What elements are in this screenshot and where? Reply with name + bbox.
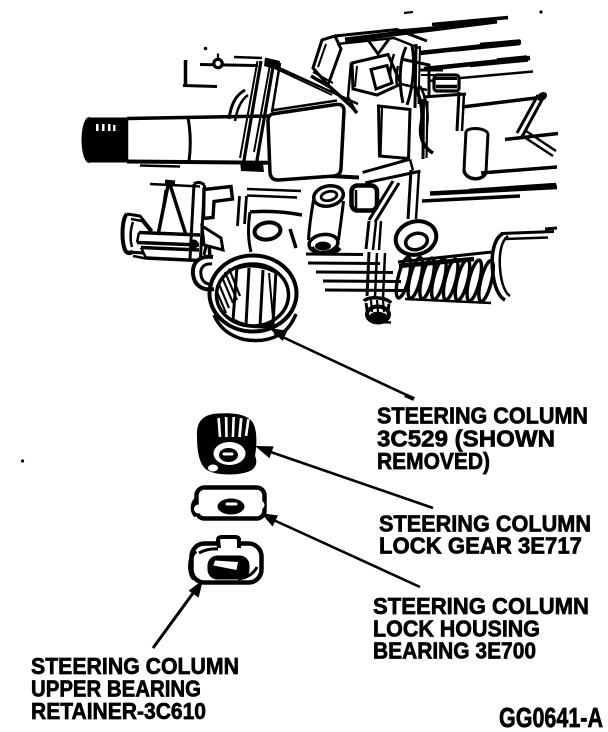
- svg-text:BEARING 3E700: BEARING 3E700: [373, 638, 536, 664]
- svg-text:RETAINER-3C610: RETAINER-3C610: [31, 698, 206, 724]
- svg-text:REMOVED): REMOVED): [377, 448, 490, 474]
- svg-text:STEERING COLUMN: STEERING COLUMN: [377, 403, 588, 429]
- svg-text:LOCK GEAR 3E717: LOCK GEAR 3E717: [379, 532, 582, 558]
- svg-text:STEERING COLUMN: STEERING COLUMN: [379, 511, 591, 537]
- svg-text:LOCK HOUSING: LOCK HOUSING: [373, 615, 540, 641]
- svg-text:STEERING COLUMN: STEERING COLUMN: [31, 653, 239, 679]
- svg-text:3C529 (SHOWN: 3C529 (SHOWN: [377, 426, 555, 452]
- svg-text:UPPER BEARING: UPPER BEARING: [31, 676, 201, 702]
- svg-text:GG0641-A: GG0641-A: [499, 702, 603, 732]
- svg-text:STEERING COLUMN: STEERING COLUMN: [373, 593, 589, 619]
